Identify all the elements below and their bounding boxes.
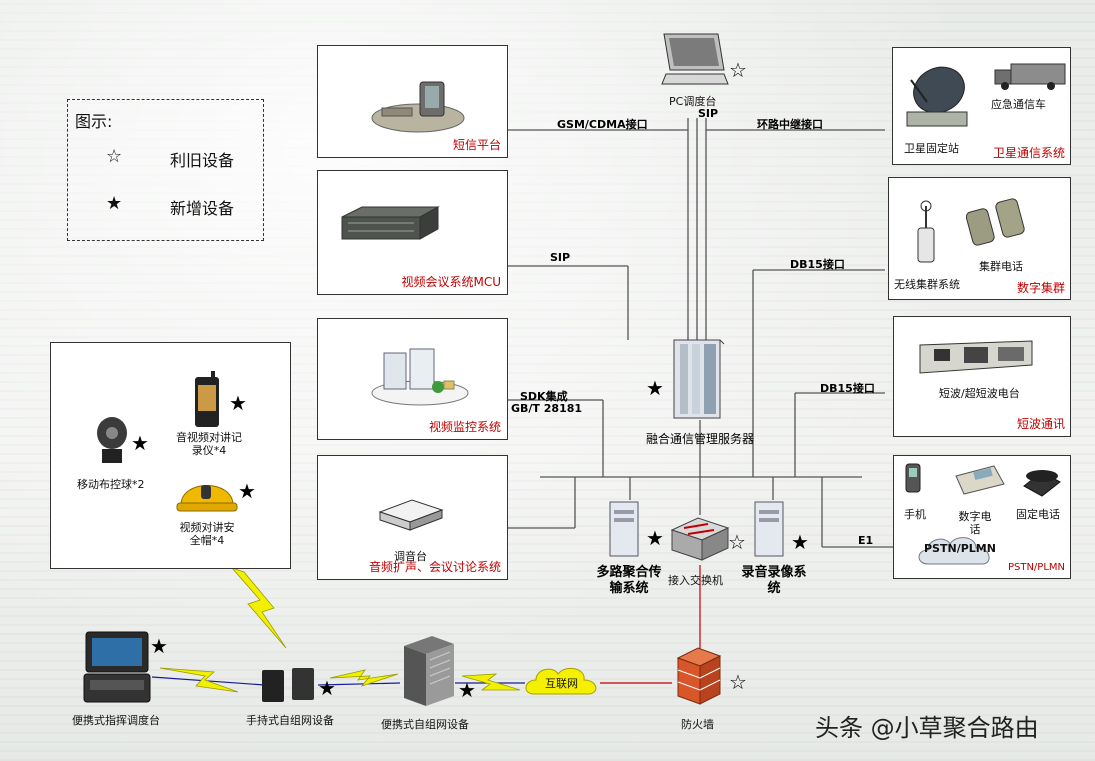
fixed-phone-icon (1023, 470, 1061, 497)
trunk-base-station-icon (917, 200, 935, 263)
sip-mcu-label: SIP (550, 251, 571, 264)
recording-system-label: 录音录像系统 (741, 565, 807, 596)
mobile-phone-label: 手机 (904, 508, 926, 521)
portable-adhoc-label: 便携式自组网设备 (381, 718, 469, 731)
sdk-label: SDK集成 (520, 390, 568, 403)
emergency-vehicle-label: 应急通信车 (991, 98, 1046, 111)
video-monitor-box: 视频监控系统 (317, 318, 508, 440)
shortwave-radio-label: 短波/超短波电台 (939, 387, 1020, 400)
server-new-star-icon: ★ (646, 376, 664, 400)
mcu-device-icon (341, 206, 440, 240)
digital-phone-label: 数字电话 (958, 510, 992, 536)
recorder-new-star-icon: ★ (229, 391, 247, 415)
portable-console-label: 便携式指挥调度台 (72, 714, 160, 727)
switch-label: 接入交换机 (668, 574, 723, 587)
new-equipment-star-icon: ★ (106, 193, 123, 214)
shortwave-box: 短波/超短波电台 短波通讯 (893, 316, 1071, 437)
firewall-icon (676, 647, 722, 705)
satellite-station-label: 卫星固定站 (904, 142, 959, 155)
internet-cloud-icon (525, 667, 597, 695)
sms-device-icon (371, 81, 465, 133)
mux-server-icon (609, 501, 639, 557)
legend-new-label: 新增设备 (170, 199, 235, 218)
sip-top-label: SIP (698, 107, 719, 120)
helmet-new-star-icon: ★ (238, 479, 256, 503)
audio-system-caption: 音频扩声、会议讨论系统 (368, 560, 501, 574)
firewall-label: 防火墙 (681, 718, 714, 731)
gsm-interface-label: GSM/CDMA接口 (557, 118, 648, 131)
watermark-text: 头条 @小草聚合路由 (815, 714, 1039, 742)
ptz-camera-icon (97, 417, 127, 463)
emergency-vehicle-icon (994, 63, 1066, 90)
handheld-adhoc-new-star-icon: ★ (318, 676, 336, 700)
server-cluster-icon (371, 348, 469, 406)
mux-new-star-icon: ★ (646, 526, 664, 550)
video-conference-box: 视频会议系统MCU (317, 170, 508, 295)
sms-platform-box: 短信平台 (317, 45, 508, 158)
fixed-phone-label: 固定电话 (1016, 508, 1060, 521)
shortwave-caption: 短波通讯 (1016, 417, 1065, 431)
portable-adhoc-device-icon (404, 636, 454, 706)
db15-shortwave-label: DB15接口 (820, 382, 875, 395)
video-monitor-caption: 视频监控系统 (428, 420, 501, 434)
server-label: 融合通信管理服务器 (645, 432, 754, 446)
pc-console-label: PC调度台 (669, 95, 717, 108)
legend-old-label: 利旧设备 (170, 151, 235, 170)
pc-console-icon (661, 33, 729, 85)
server-rack-icon (673, 339, 725, 419)
satellite-caption: 卫星通信系统 (992, 146, 1065, 160)
shortwave-radio-icon (919, 340, 1033, 374)
internet-label: 互联网 (545, 677, 578, 690)
smart-helmet-icon (176, 485, 238, 512)
digital-trunk-box: 无线集群系统 集群电话 数字集群 (888, 177, 1071, 300)
pstn-caption: PSTN/PLMN (1007, 562, 1065, 573)
portable-console-icon (83, 631, 151, 703)
loop-trunk-interface-label: 环路中继接口 (757, 118, 823, 131)
satellite-dish-icon (906, 66, 968, 127)
video-conference-caption: 视频会议系统MCU (401, 275, 501, 289)
trunk-system-label: 无线集群系统 (894, 278, 960, 291)
access-switch-icon (670, 517, 730, 561)
old-equipment-star-icon: ☆ (106, 146, 123, 167)
ptz-new-star-icon: ★ (131, 431, 149, 455)
handheld-adhoc-label: 手持式自组网设备 (246, 714, 334, 727)
digital-phone-icon (955, 465, 1005, 495)
trunk-phone-label: 集群电话 (979, 260, 1023, 273)
legend-box: 图示: ☆ 利旧设备 ★ 新增设备 (67, 99, 264, 241)
trunk-phone-icon (965, 198, 1025, 246)
mux-system-label: 多路聚合传输系统 (596, 565, 662, 596)
digital-trunk-caption: 数字集群 (1016, 281, 1065, 295)
portable-console-new-star-icon: ★ (150, 634, 168, 658)
pstn-box: 手机 数字电话 固定电话 PSTN/PLMN PSTN/PLMN (893, 455, 1071, 579)
audio-system-box: 调音台 音频扩声、会议讨论系统 (317, 455, 508, 580)
gb28181-label: GB/T 28181 (511, 402, 583, 415)
mixer-device-icon (378, 499, 444, 531)
helmet-label: 视频对讲安全帽*4 (179, 521, 235, 547)
pstn-cloud-icon (918, 537, 990, 565)
mixer-label: 调音台 (394, 550, 427, 563)
pstn-cloud-label: PSTN/PLMN (924, 542, 996, 555)
bodycam-recorder-icon (195, 371, 219, 427)
field-devices-box: ★ 移动布控球*2 ★ 音视频对讲记录仪*4 ★ 视频对讲安全帽*4 (50, 342, 291, 569)
recorder-label: 音视频对讲记录仪*4 (176, 431, 242, 457)
portable-adhoc-new-star-icon: ★ (458, 678, 476, 702)
switch-old-star-icon: ☆ (728, 530, 746, 554)
ptz-camera-label: 移动布控球*2 (77, 478, 145, 491)
legend-title: 图示: (75, 112, 113, 131)
recording-new-star-icon: ★ (791, 530, 809, 554)
satellite-box: 应急通信车 卫星固定站 卫星通信系统 (892, 47, 1071, 165)
handheld-adhoc-device-icon (262, 668, 314, 702)
mobile-phone-icon (905, 463, 921, 493)
e1-label: E1 (858, 534, 874, 547)
sms-platform-caption: 短信平台 (452, 138, 501, 152)
recording-server-icon (754, 501, 784, 557)
firewall-old-star-icon: ☆ (729, 670, 747, 694)
pc-console-old-star-icon: ☆ (729, 58, 747, 82)
db15-trunk-label: DB15接口 (790, 258, 845, 271)
